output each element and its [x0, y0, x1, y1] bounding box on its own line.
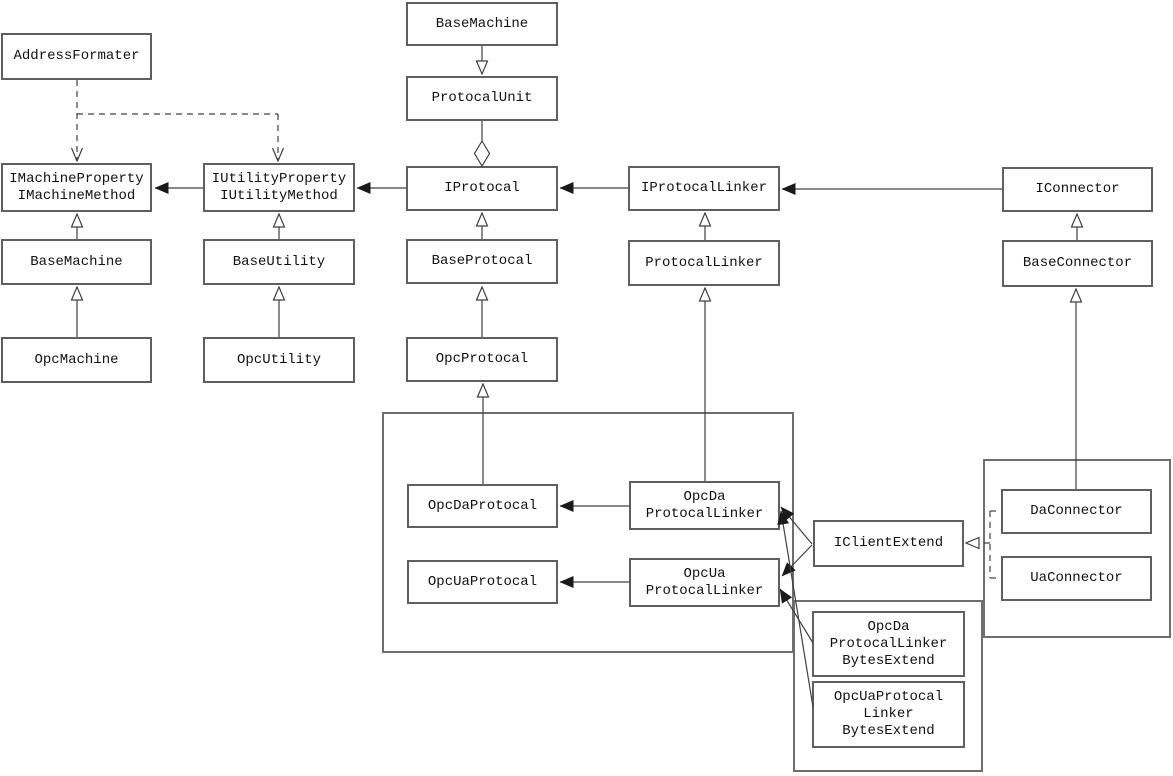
group-opc-protocal-linker-container — [382, 412, 794, 653]
node-label: UaConnector — [1030, 570, 1123, 586]
node-label: BaseUtility — [232, 253, 326, 270]
node-opc-da-protocal-linker: OpcDa ProtocalLinker — [629, 481, 780, 530]
node-base-machine-top: BaseMachine — [406, 2, 558, 46]
node-address-formater: AddressFormater — [1, 33, 152, 80]
node-label: OpcDa ProtocalLinker BytesExtend — [829, 618, 948, 669]
node-label: AddressFormater — [13, 48, 140, 64]
node-label: IProtocalLinker — [640, 180, 768, 196]
node-opc-machine: OpcMachine — [1, 337, 152, 383]
node-label: OpcUa ProtocalLinker — [645, 565, 764, 599]
node-opc-ua-protocal-linker: OpcUa ProtocalLinker — [629, 558, 780, 607]
node-base-machine-left: BaseMachine — [1, 239, 152, 285]
node-label: BaseProtocal — [431, 253, 533, 269]
node-opc-ua-protocal-linker-bytes-extend: OpcUaProtocal Linker BytesExtend — [812, 681, 965, 748]
node-label: BaseMachine — [435, 15, 529, 32]
node-i-protocal: IProtocal — [406, 166, 558, 211]
node-label: OpcDaProtocal — [427, 497, 538, 514]
node-label: OpcUtility — [236, 351, 321, 368]
node-i-utility-property-method: IUtilityProperty IUtilityMethod — [203, 163, 355, 212]
node-label: OpcProtocal — [435, 351, 529, 367]
node-base-protocal: BaseProtocal — [406, 239, 558, 284]
node-label: OpcUaProtocal — [427, 573, 538, 590]
node-opc-protocal: OpcProtocal — [406, 337, 558, 382]
node-label: ProtocalUnit — [431, 90, 533, 106]
node-label: DaConnector — [1030, 503, 1123, 519]
node-opc-da-protocal-linker-bytes-extend: OpcDa ProtocalLinker BytesExtend — [812, 611, 965, 677]
node-base-utility: BaseUtility — [203, 239, 355, 285]
node-protocal-unit: ProtocalUnit — [406, 76, 558, 121]
node-label: BaseMachine — [30, 253, 123, 270]
node-protocal-linker: ProtocalLinker — [628, 240, 780, 286]
node-label: IUtilityProperty IUtilityMethod — [211, 170, 347, 204]
node-label: BaseConnector — [1022, 255, 1133, 271]
aggregation-diamond — [473, 139, 491, 168]
node-label: IMachineProperty IMachineMethod — [9, 170, 144, 204]
node-label: IConnector — [1035, 181, 1120, 197]
group-connector-container — [983, 459, 1171, 638]
node-label: OpcDa ProtocalLinker — [645, 488, 764, 522]
node-label: IClientExtend — [833, 535, 944, 551]
node-ua-connector: UaConnector — [1001, 556, 1152, 601]
node-i-machine-property-method: IMachineProperty IMachineMethod — [1, 163, 152, 212]
node-opc-da-protocal: OpcDaProtocal — [407, 484, 558, 528]
node-i-protocal-linker: IProtocalLinker — [628, 166, 780, 211]
node-label: OpcMachine — [34, 351, 119, 368]
node-label: OpcUaProtocal Linker BytesExtend — [833, 689, 944, 739]
node-opc-utility: OpcUtility — [203, 337, 355, 383]
node-label: IProtocal — [444, 180, 520, 196]
node-opc-ua-protocal: OpcUaProtocal — [407, 560, 558, 604]
node-label: ProtocalLinker — [645, 254, 763, 271]
node-i-client-extend: IClientExtend — [813, 520, 964, 567]
node-da-connector: DaConnector — [1001, 489, 1152, 534]
node-i-connector: IConnector — [1002, 167, 1153, 212]
node-base-connector: BaseConnector — [1002, 240, 1153, 287]
